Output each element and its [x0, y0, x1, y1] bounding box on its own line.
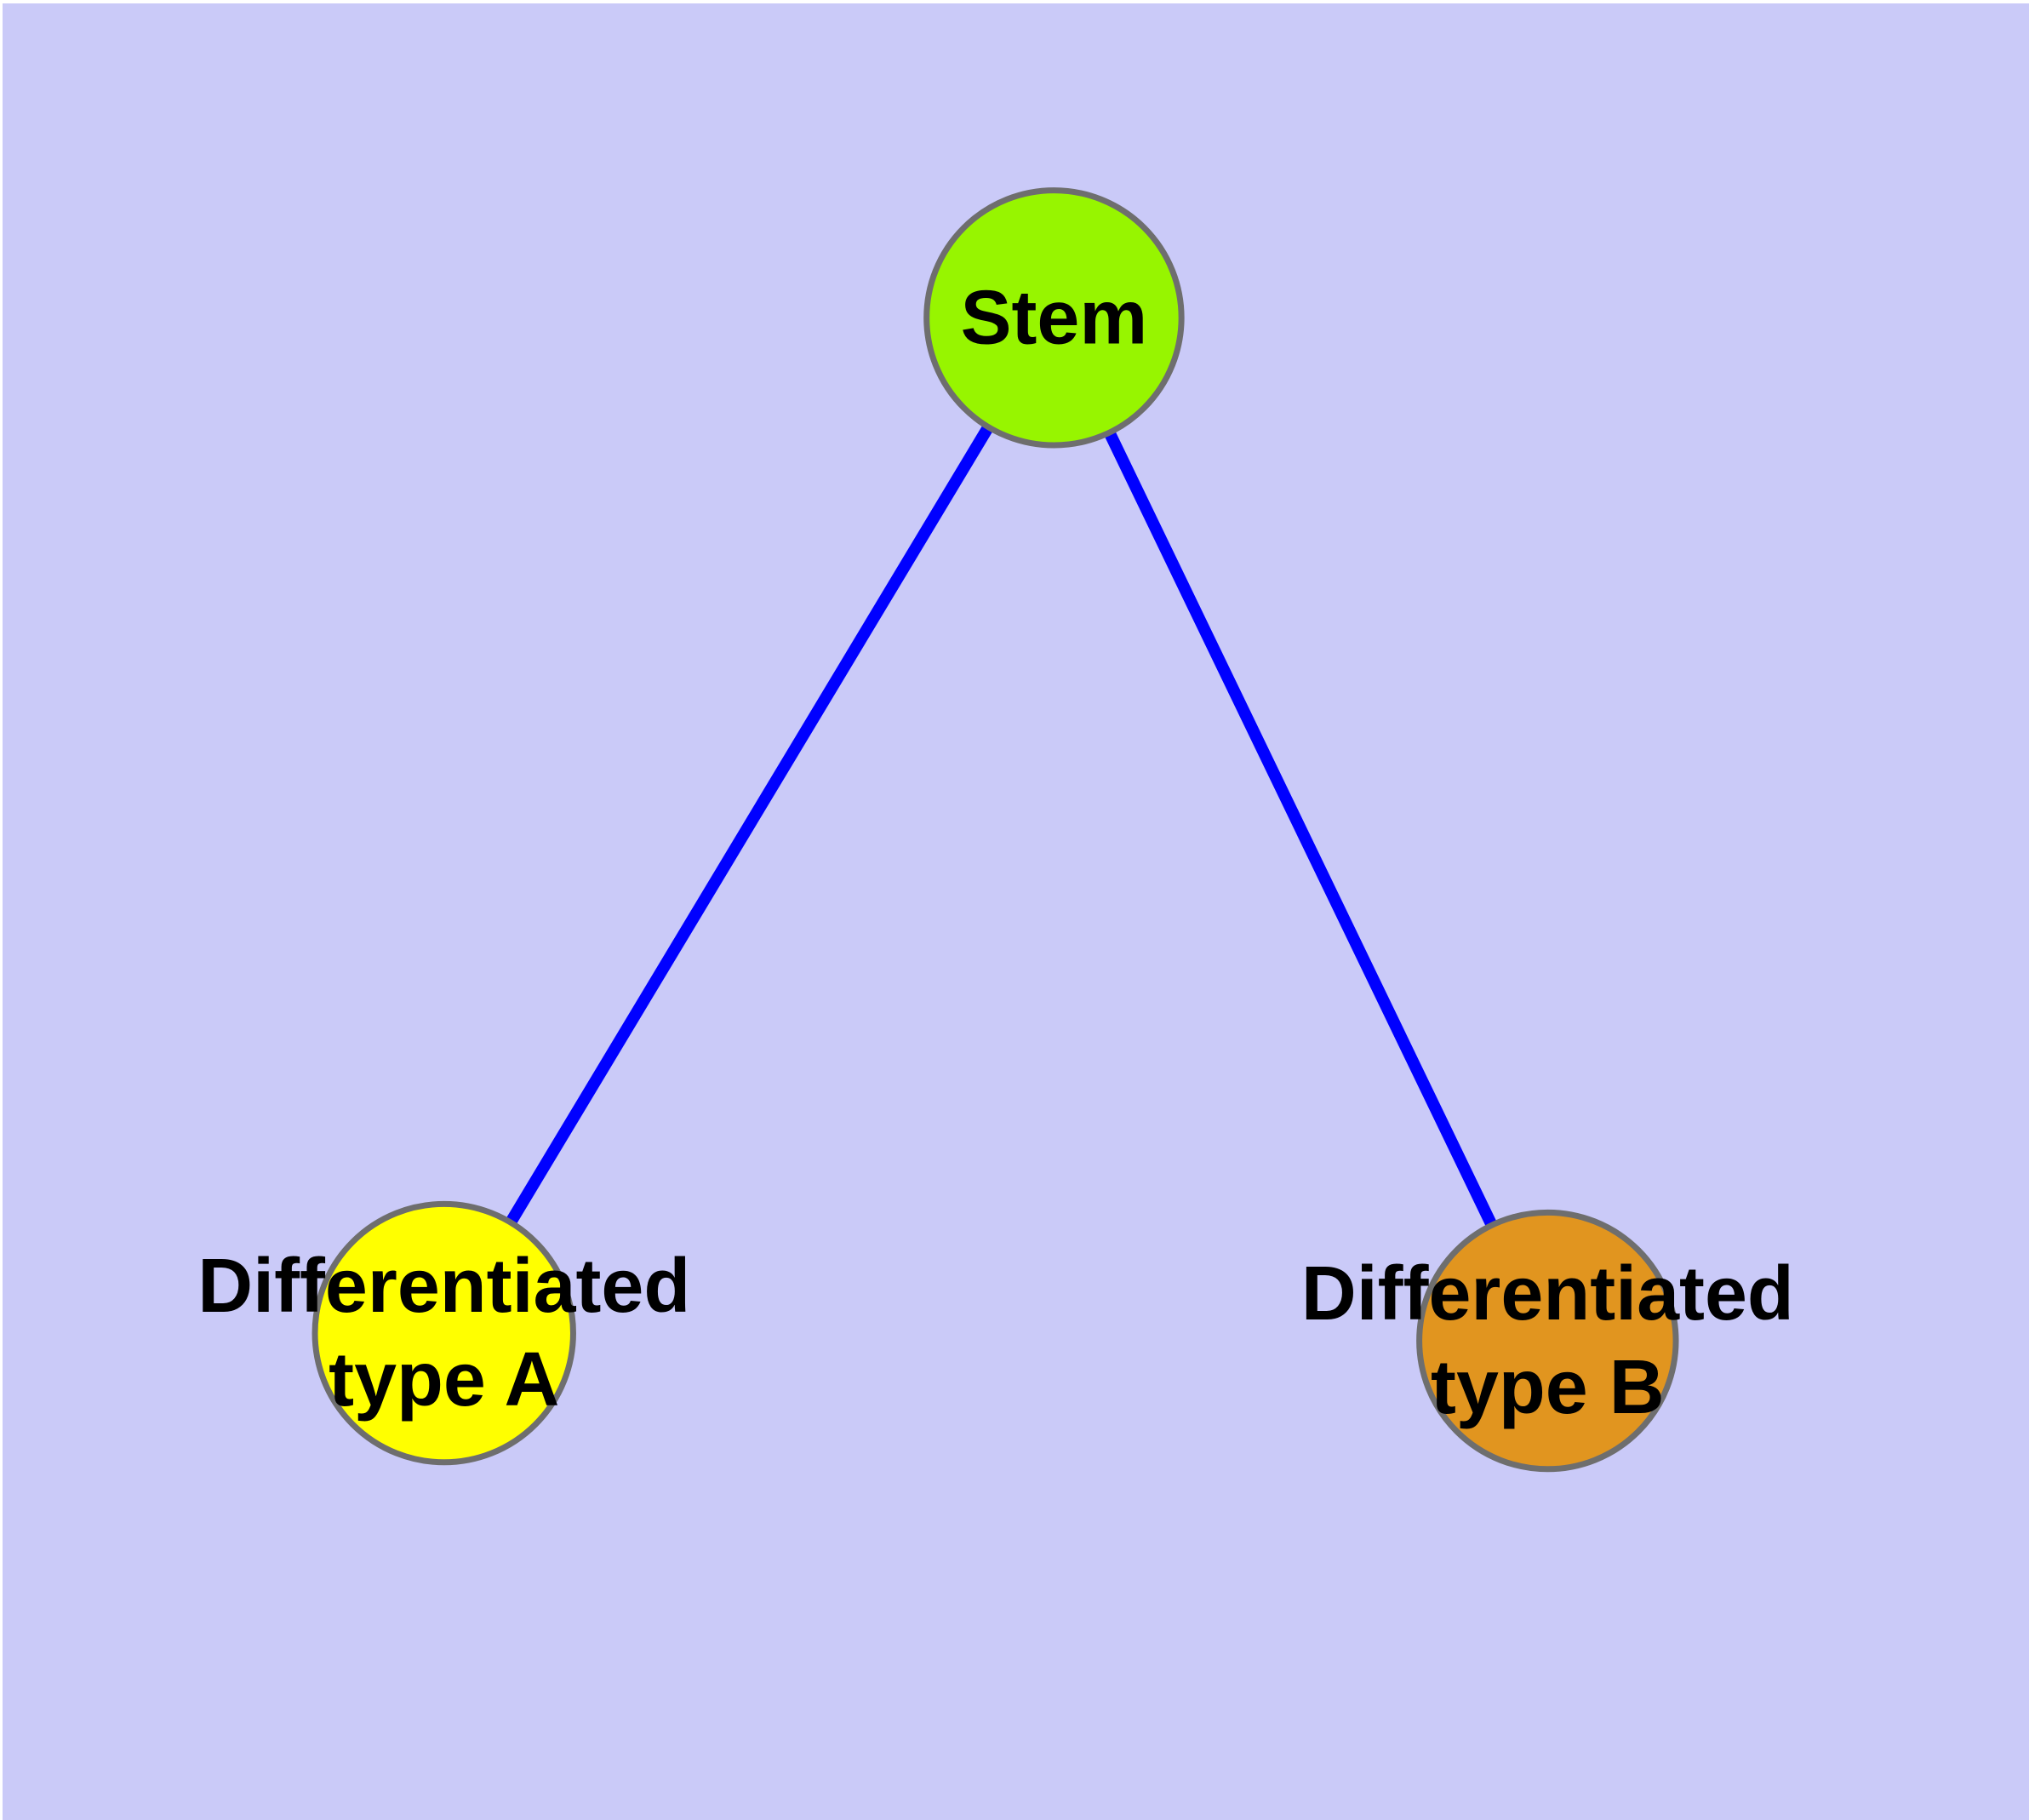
node-differentiated-type-b: [1416, 1209, 1679, 1473]
node-label-line: Differentiated: [197, 1244, 690, 1329]
node-label-line: Stem: [961, 275, 1148, 360]
nodes-layer: [311, 187, 1679, 1473]
edge-stem-to-differentiated-type-a: [438, 314, 1060, 1336]
node-label-differentiated-type-b: Differentiated type B: [1301, 1251, 1794, 1430]
node-label-line: type B: [1431, 1345, 1665, 1430]
node-label-line: Differentiated: [1301, 1251, 1794, 1336]
edge-stem-to-differentiated-type-b: [1049, 315, 1553, 1344]
node-label-line: type A: [329, 1337, 559, 1422]
node-label-stem: Stem: [961, 275, 1148, 360]
node-stem: [923, 187, 1185, 449]
node-differentiated-type-a: [311, 1200, 576, 1466]
edges-layer: [438, 314, 1553, 1344]
